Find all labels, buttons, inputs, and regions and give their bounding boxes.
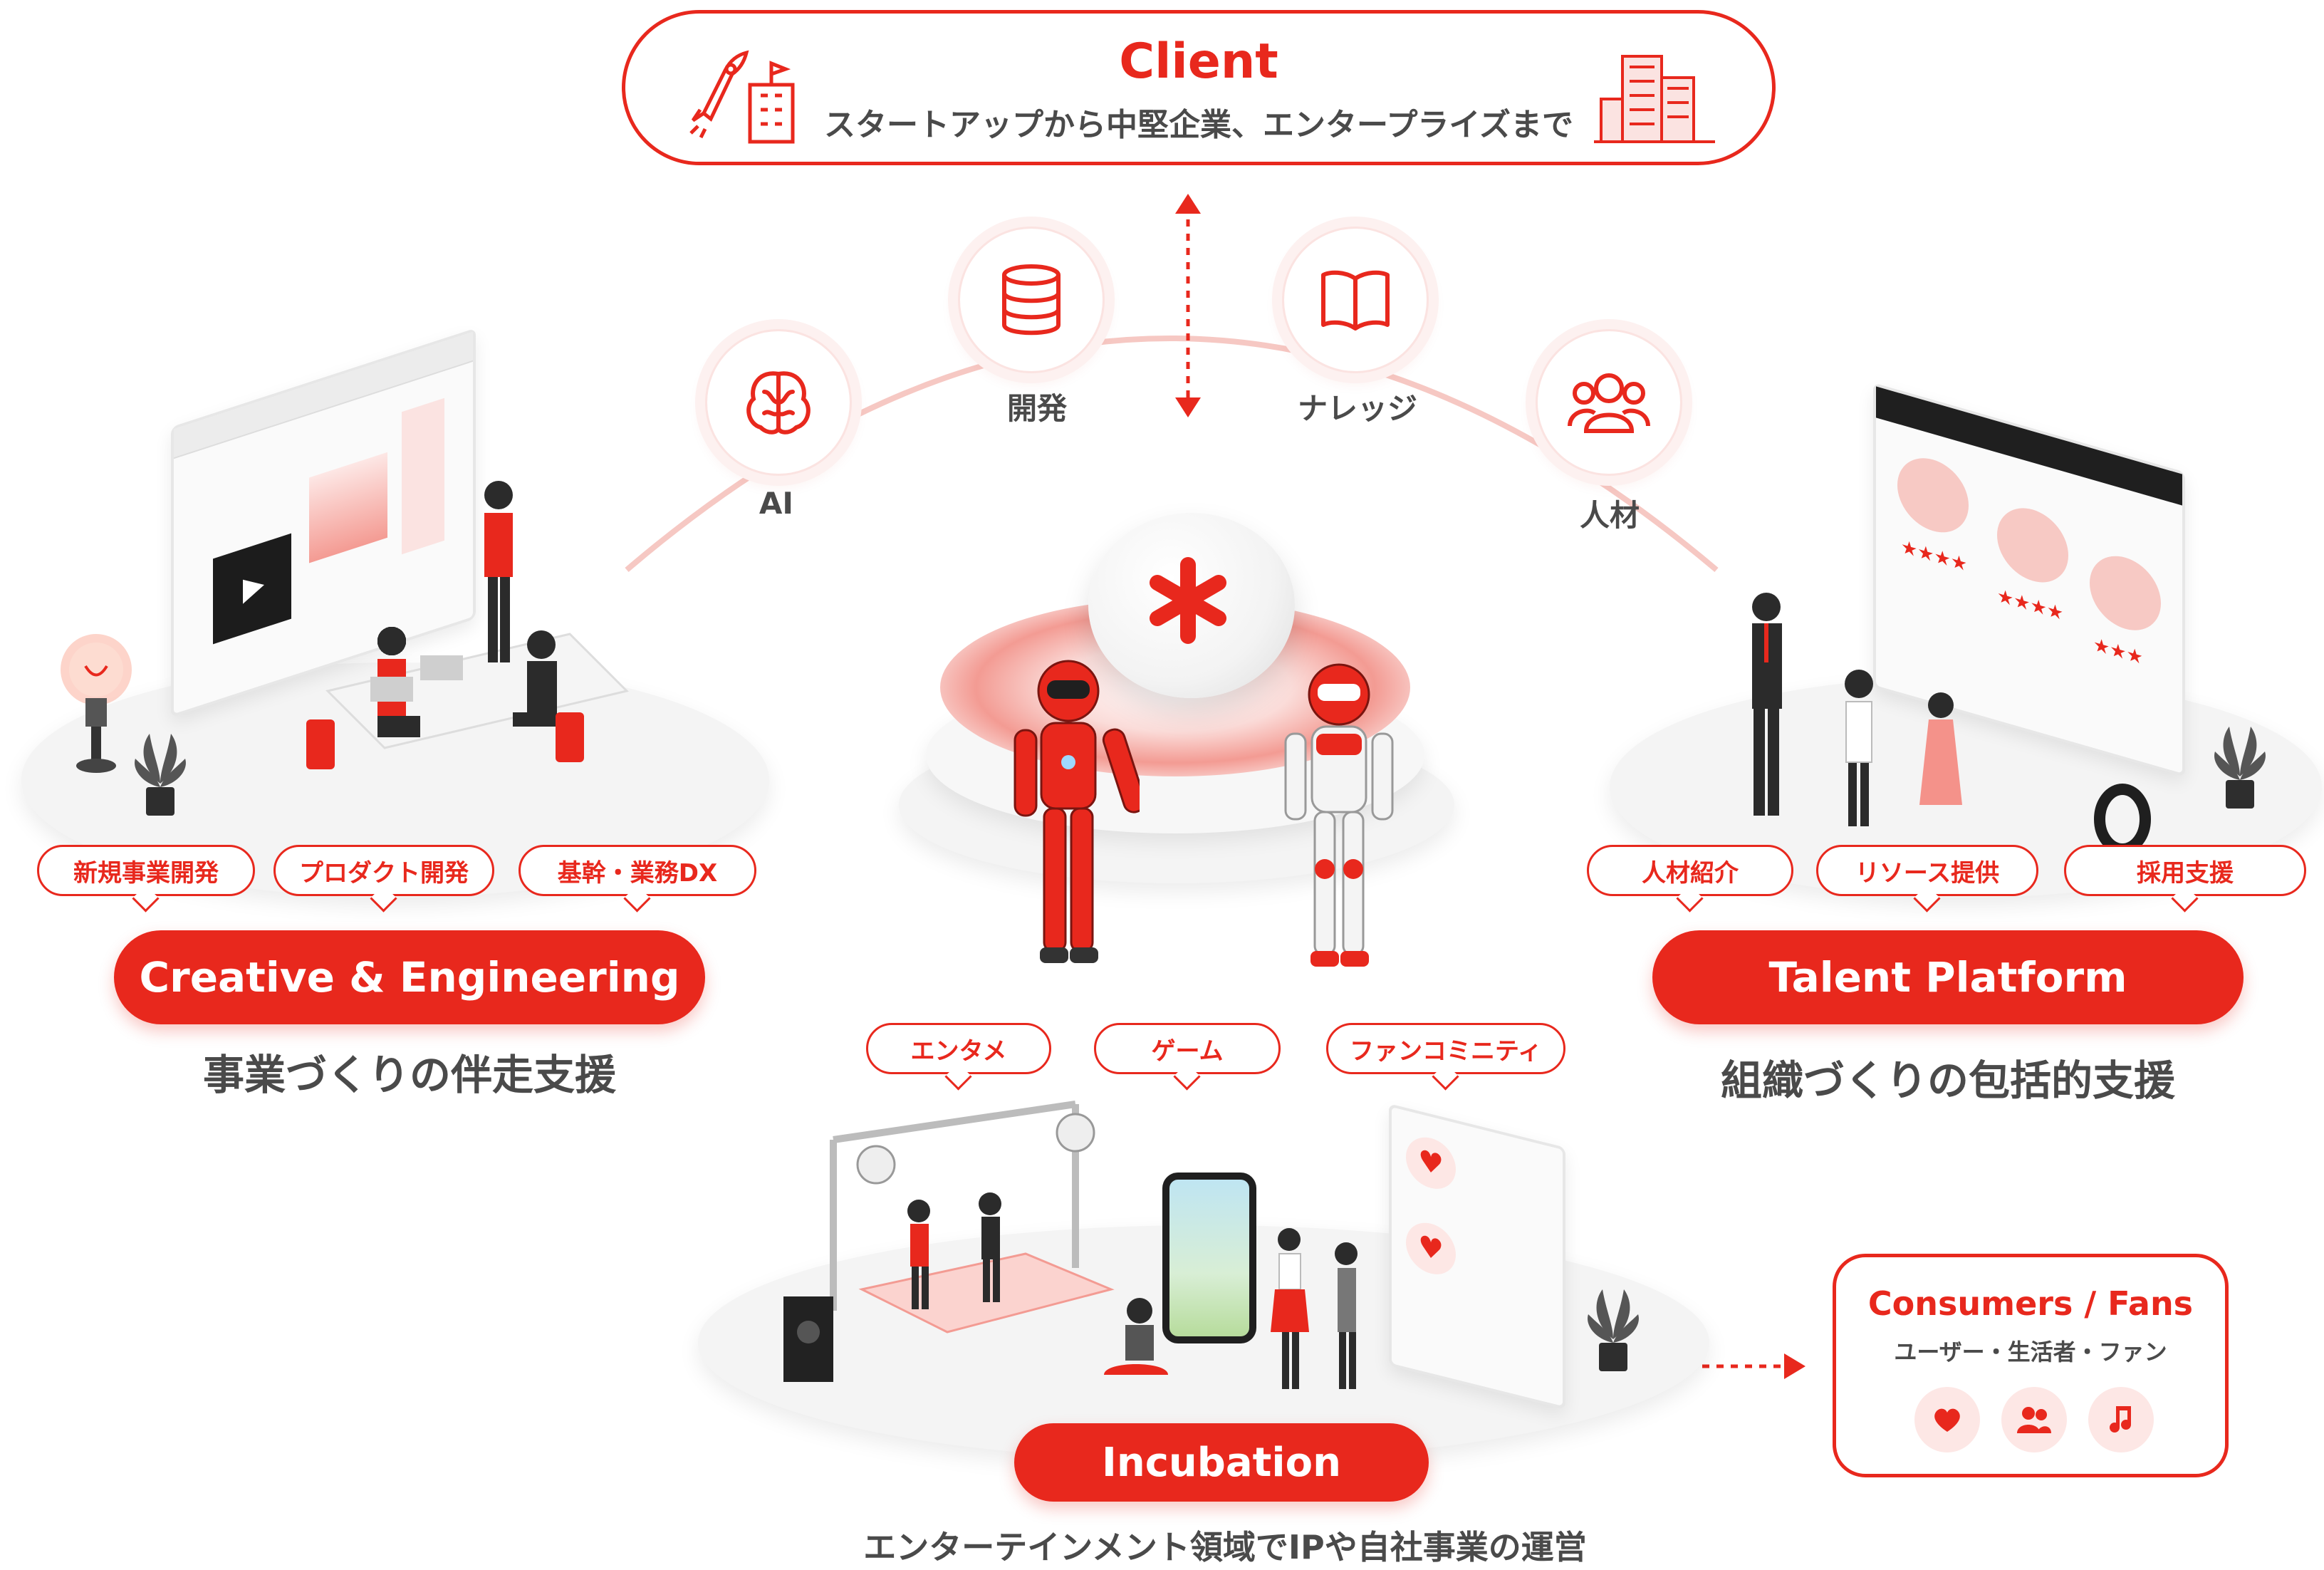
plant-icon <box>135 734 186 816</box>
consumers-fans-box: Consumers / Fans ユーザー・生活者・ファン <box>1833 1254 2229 1477</box>
skyscraper-icon <box>1594 55 1715 143</box>
knowledge-node <box>1282 227 1429 373</box>
database-icon <box>1002 264 1061 336</box>
heart-icon <box>1914 1387 1980 1452</box>
white-robot-figure <box>1284 663 1394 967</box>
video-thumbnail <box>213 533 291 645</box>
tag-talent-introduction: 人材紹介 <box>1587 845 1793 896</box>
tag-recruiting-support: 採用支援 <box>2064 845 2306 896</box>
talent-node <box>1536 329 1682 476</box>
tag-resource-provision: リソース提供 <box>1816 845 2038 896</box>
tag-core-dx: 基幹・業務DX <box>519 845 756 896</box>
dev-node <box>958 227 1105 373</box>
profile-avatar-1 <box>1897 449 1969 541</box>
asterisk-logo-icon <box>1150 557 1226 644</box>
plant-icon-right <box>2214 727 2266 809</box>
plant-icon-bottom <box>1588 1289 1639 1371</box>
concert-stage-illustration <box>783 1101 1115 1382</box>
red-robot-figure <box>1014 660 1140 963</box>
brain-icon <box>746 371 811 435</box>
rating-stars-1: ★★★★ <box>1901 536 1968 577</box>
client-subtitle: スタートアップから中堅企業、エンタープライズまで <box>823 107 1574 143</box>
tag-game: ゲーム <box>1094 1023 1281 1074</box>
fans-subtitle: ユーザー・生活者・ファン <box>1894 1338 2167 1366</box>
sitting-person-illustration <box>1104 1298 1168 1375</box>
profile-avatar-2 <box>1997 499 2068 591</box>
smartphone-game-screen <box>1162 1173 1256 1343</box>
creative-engineering-subtitle: 事業づくりの伴走支援 <box>202 1051 616 1099</box>
fans-title: Consumers / Fans <box>1867 1284 2194 1323</box>
heart-badge-1: ♥ <box>1406 1132 1456 1195</box>
rocket-building-icon <box>689 50 795 144</box>
client-box: Client スタートアップから中堅企業、エンタープライズまで <box>622 10 1776 165</box>
creative-engineering-pill: Creative & Engineering <box>114 930 705 1024</box>
tag-product-dev: プロダクト開発 <box>273 845 494 896</box>
ai-label: AI <box>759 486 794 521</box>
recruiting-people-illustration <box>1752 593 1962 826</box>
tag-entertainment: エンタメ <box>866 1023 1051 1074</box>
music-note-icon <box>2088 1387 2154 1452</box>
tag-new-business: 新規事業開発 <box>37 845 255 896</box>
talent-platform-subtitle: 組織づくりの包括的支援 <box>1720 1056 2175 1105</box>
knowledge-label: ナレッジ <box>1297 391 1417 426</box>
talent-label: 人材 <box>1579 498 1640 533</box>
ai-node <box>705 329 852 476</box>
incubation-subtitle: エンターテインメント領域でIPや自社事業の運営 <box>863 1528 1587 1566</box>
users-icon <box>2001 1387 2067 1452</box>
rating-stars-3: ★★★ <box>2093 633 2143 670</box>
book-icon <box>1321 270 1390 331</box>
client-title: Client <box>1119 33 1278 90</box>
heart-badge-2: ♥ <box>1406 1217 1456 1280</box>
play-icon <box>243 579 264 604</box>
dev-label: 開発 <box>1006 391 1067 426</box>
people-icon <box>1568 373 1650 433</box>
fans-people-illustration <box>1271 1228 1358 1389</box>
lightbulb-icon <box>61 634 132 773</box>
team-meeting-illustration <box>306 481 629 769</box>
left-screen-panel <box>171 328 476 718</box>
fan-community-panel: ♥ ♥ <box>1389 1103 1565 1410</box>
tag-fan-community: ファンコミニティ <box>1326 1023 1565 1074</box>
talent-platform-pill: Talent Platform <box>1652 930 2244 1024</box>
profile-avatar-3 <box>2090 547 2161 640</box>
incubation-pill: Incubation <box>1014 1423 1429 1502</box>
ring-decoration-icon <box>2094 784 2151 855</box>
